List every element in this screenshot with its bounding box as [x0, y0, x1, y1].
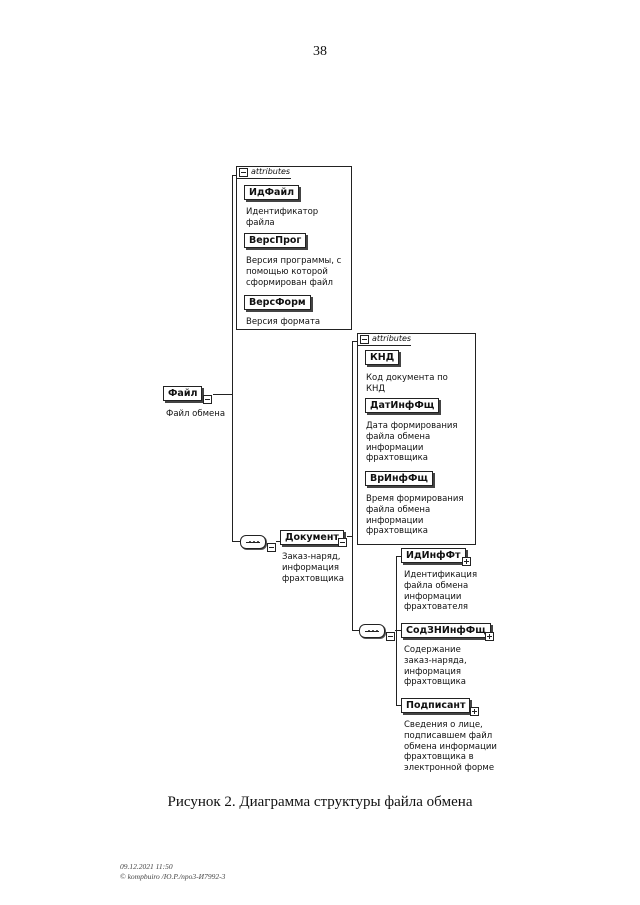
sequence-collapse-icon[interactable]	[267, 537, 276, 556]
root-collapse-icon[interactable]	[203, 389, 212, 408]
root-node-desc: Файл обмена	[166, 409, 226, 419]
attr-desc-knd: Код документа по КНД	[366, 373, 448, 394]
document-attributes-box	[357, 333, 476, 545]
page-number: 38	[313, 44, 327, 59]
attr-desc-vrinffsh: Время формирования файла обмена информац…	[366, 494, 464, 537]
figure-caption: Рисунок 2. Диаграмма структуры файла обм…	[167, 794, 473, 810]
attr-desc-versprog: Версия программы, с помощью которой сфор…	[246, 256, 342, 288]
attr-desc-versform: Версия формата	[246, 317, 321, 327]
stamp-date: 09.12.2021 11:50	[120, 862, 173, 871]
expand-icon[interactable]	[470, 701, 479, 720]
attr-node-idfile[interactable]: ИдФайл	[244, 185, 300, 200]
child-node-podpisant[interactable]: Подписант	[401, 698, 471, 713]
child-node-sodzninffsh[interactable]: СодЗНИнфФщ	[401, 623, 491, 638]
attr-node-versprog[interactable]: ВерсПрог	[244, 233, 307, 248]
sequence-icon	[240, 535, 266, 549]
child-desc-idinfft: Идентификация файла обмена информации фр…	[404, 570, 478, 613]
attr-desc-idfile: Идентификатор файла	[246, 207, 319, 228]
root-attributes-header: attributes	[239, 167, 290, 177]
document-node[interactable]: Документ	[280, 530, 344, 545]
collapse-icon[interactable]	[239, 167, 248, 177]
attr-node-versform[interactable]: ВерсФорм	[244, 295, 311, 310]
sequence-icon	[359, 624, 385, 638]
sequence-collapse-icon[interactable]	[386, 626, 395, 645]
document-node-desc: Заказ-наряд, информация фрахтовщика	[282, 552, 344, 584]
child-desc-podpisant: Сведения о лице, подписавшем файл обмена…	[404, 720, 497, 774]
expand-icon[interactable]	[462, 551, 471, 570]
expand-icon[interactable]	[485, 626, 494, 645]
document-collapse-icon[interactable]	[338, 532, 347, 551]
collapse-icon[interactable]	[360, 334, 369, 344]
child-node-idinfft[interactable]: ИдИнфФт	[401, 548, 466, 563]
attr-node-vrinffsh[interactable]: ВрИнфФщ	[365, 471, 433, 486]
attr-desc-datinffsh: Дата формирования файла обмена информаци…	[366, 421, 458, 464]
root-node-file[interactable]: Файл	[163, 386, 203, 401]
child-desc-sodzninffsh: Содержание заказ-наряда, информация фрах…	[404, 645, 467, 688]
attr-node-knd[interactable]: КНД	[365, 350, 400, 365]
attributes-label: attributes	[372, 334, 412, 343]
attributes-label: attributes	[251, 167, 291, 176]
stamp-source: © kompbuiro /Ю.Р./npo3-И7992-3	[120, 872, 226, 881]
attr-node-datinffsh[interactable]: ДатИнфФщ	[365, 398, 440, 413]
document-attributes-header: attributes	[360, 334, 411, 344]
